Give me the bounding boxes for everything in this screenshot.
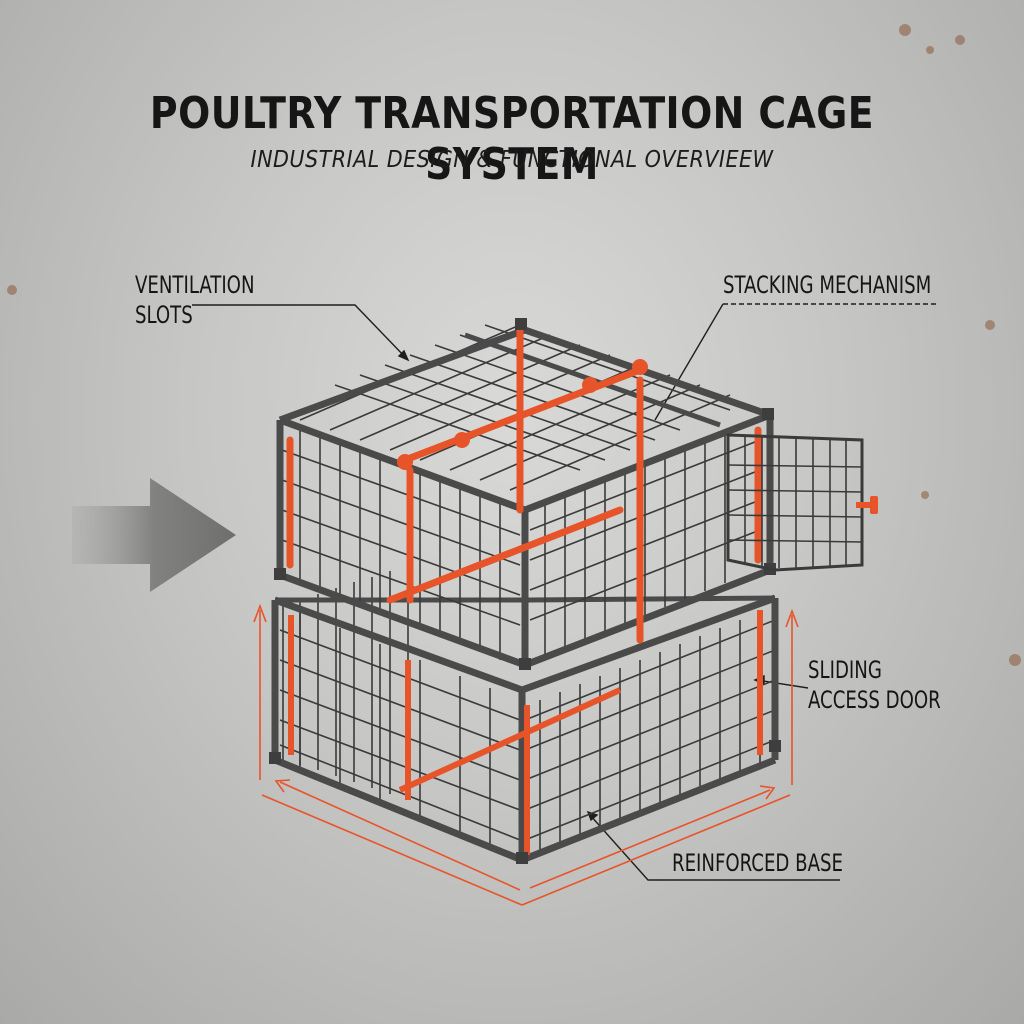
right-arrow-icon [72,478,236,592]
callout-reinforced-base: REINFORCED BASE [672,849,843,877]
callout-door-line2: ACCESS DOOR [808,686,941,714]
rust-spots [7,24,1021,666]
callout-ventilation-slots: VENTILATION SLOTS [135,270,255,330]
page-title: POULTRY TRANSPORTATION CAGE SYSTEM [149,88,875,190]
dimension-arrows [253,603,799,906]
callout-ventilation-line2: SLOTS [135,301,193,329]
callout-door-line1: SLIDING [808,656,882,684]
page-subtitle: INDUSTRIAL DESIGN & FUNCTIONAL OVERVIEEW [250,147,774,173]
upper-cage [274,318,776,670]
sliding-access-door [726,433,878,572]
callout-ventilation-line1: VENTILATION [135,271,255,299]
callout-sliding-access-door: SLIDING ACCESS DOOR [808,655,941,715]
callout-stacking-mechanism: STACKING MECHANISM [723,271,932,299]
